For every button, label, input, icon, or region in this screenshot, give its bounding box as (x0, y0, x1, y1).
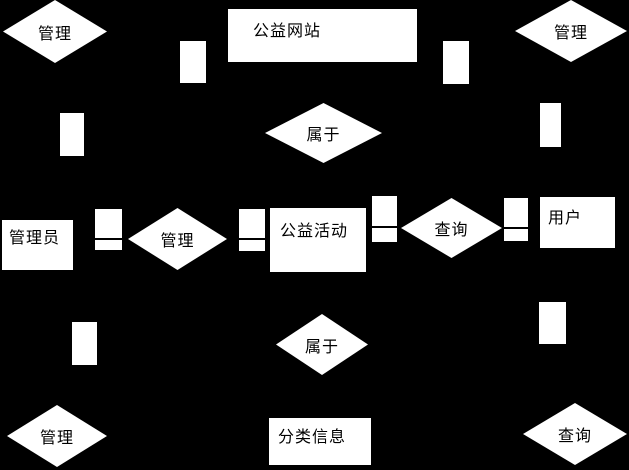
connector-label-box (239, 209, 265, 251)
entity-activity: 公益活动 (270, 208, 366, 272)
relationship-belong-lower: 属于 (276, 314, 368, 375)
connector-label-box (180, 41, 206, 83)
entity-admin: 管理员 (2, 220, 73, 270)
relationship-query-mid-label: 查询 (434, 220, 469, 239)
connector-line-segment (504, 227, 528, 229)
relationship-manage-bottom-left: 管理 (7, 405, 107, 467)
relationship-manage-top-left: 管理 (3, 0, 107, 63)
entity-category: 分类信息 (269, 418, 371, 465)
connector-line-segment (372, 226, 397, 228)
relationship-manage-bottom-left-label: 管理 (39, 428, 74, 447)
relationship-manage-mid: 管理 (128, 208, 227, 270)
relationship-query-bottom-right-label: 查询 (557, 426, 592, 445)
connector-line-segment (95, 238, 122, 240)
relationship-query-bottom-right: 查询 (523, 403, 627, 465)
connector-label-box (540, 103, 561, 147)
connector-label-box (504, 198, 528, 241)
entity-activity-label: 公益活动 (280, 221, 349, 240)
connector-line-segment (239, 238, 265, 240)
connector-label-box (72, 322, 97, 365)
relationship-manage-mid-label: 管理 (160, 231, 195, 250)
connector-label-box (60, 113, 84, 156)
connector-label-box (539, 302, 566, 344)
entity-user-label: 用户 (548, 208, 583, 227)
connector-label-box (443, 41, 469, 84)
entity-admin-label: 管理员 (9, 228, 61, 247)
relationship-belong-upper: 属于 (265, 103, 382, 163)
entity-website: 公益网站 (228, 9, 417, 62)
entity-website-label: 公益网站 (253, 21, 322, 40)
connector-label-box (95, 209, 122, 250)
connector-label-box (372, 196, 397, 242)
relationship-manage-top-left-label: 管理 (37, 23, 72, 43)
entity-user: 用户 (540, 197, 615, 248)
entity-category-label: 分类信息 (278, 427, 347, 446)
relationship-manage-top-right: 管理 (515, 0, 627, 62)
relationship-belong-upper-label: 属于 (306, 125, 341, 144)
relationship-belong-lower-label: 属于 (304, 336, 339, 356)
relationship-manage-top-right-label: 管理 (553, 23, 588, 42)
relationship-query-mid: 查询 (401, 198, 502, 258)
